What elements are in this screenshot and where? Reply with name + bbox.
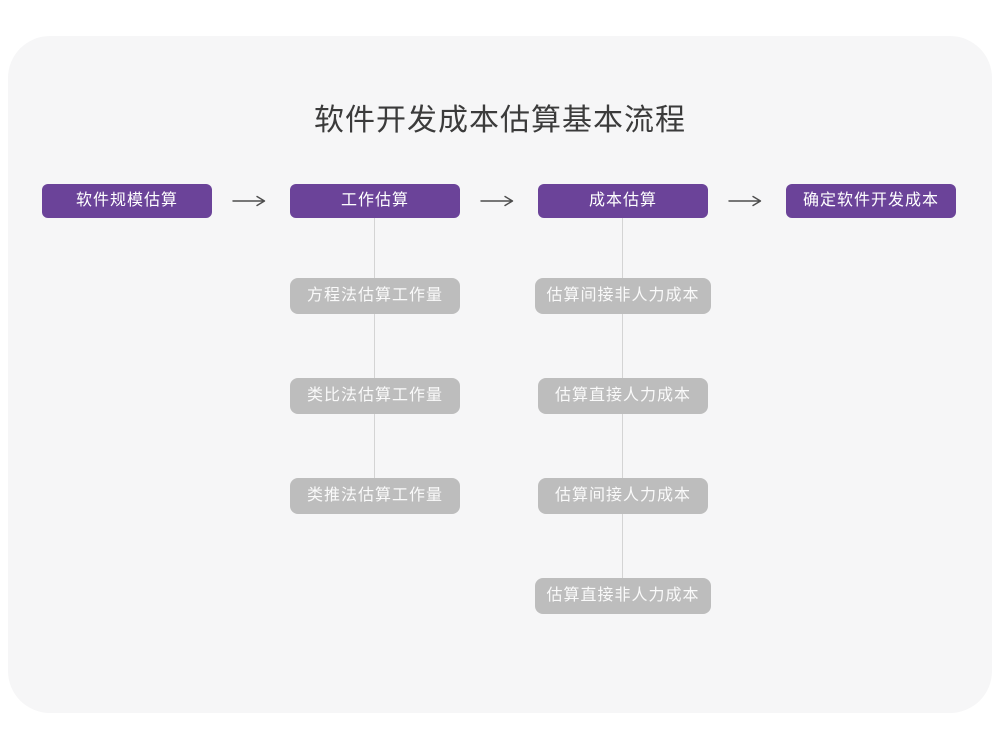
substep-analogy-method-workload: 类比法估算工作量 [290,378,460,414]
flow-arrow-icon [728,195,766,207]
flow-step-cost-estimation: 成本估算 [538,184,708,218]
substep-direct-labor-cost: 估算直接人力成本 [538,378,708,414]
substep-direct-non-labor-cost: 估算直接非人力成本 [535,578,711,614]
flow-arrow-icon [480,195,518,207]
substep-indirect-non-labor-cost: 估算间接非人力成本 [535,278,711,314]
flow-step-determine-development-cost: 确定软件开发成本 [786,184,956,218]
diagram-card [8,36,992,713]
substep-extrapolation-method-workload: 类推法估算工作量 [290,478,460,514]
flow-arrow-icon [232,195,270,207]
substep-indirect-labor-cost: 估算间接人力成本 [538,478,708,514]
connector-line-work-column [374,217,375,497]
diagram-title: 软件开发成本估算基本流程 [314,104,686,137]
substep-equation-method-workload: 方程法估算工作量 [290,278,460,314]
flow-step-software-size-estimation: 软件规模估算 [42,184,212,218]
flow-step-work-estimation: 工作估算 [290,184,460,218]
